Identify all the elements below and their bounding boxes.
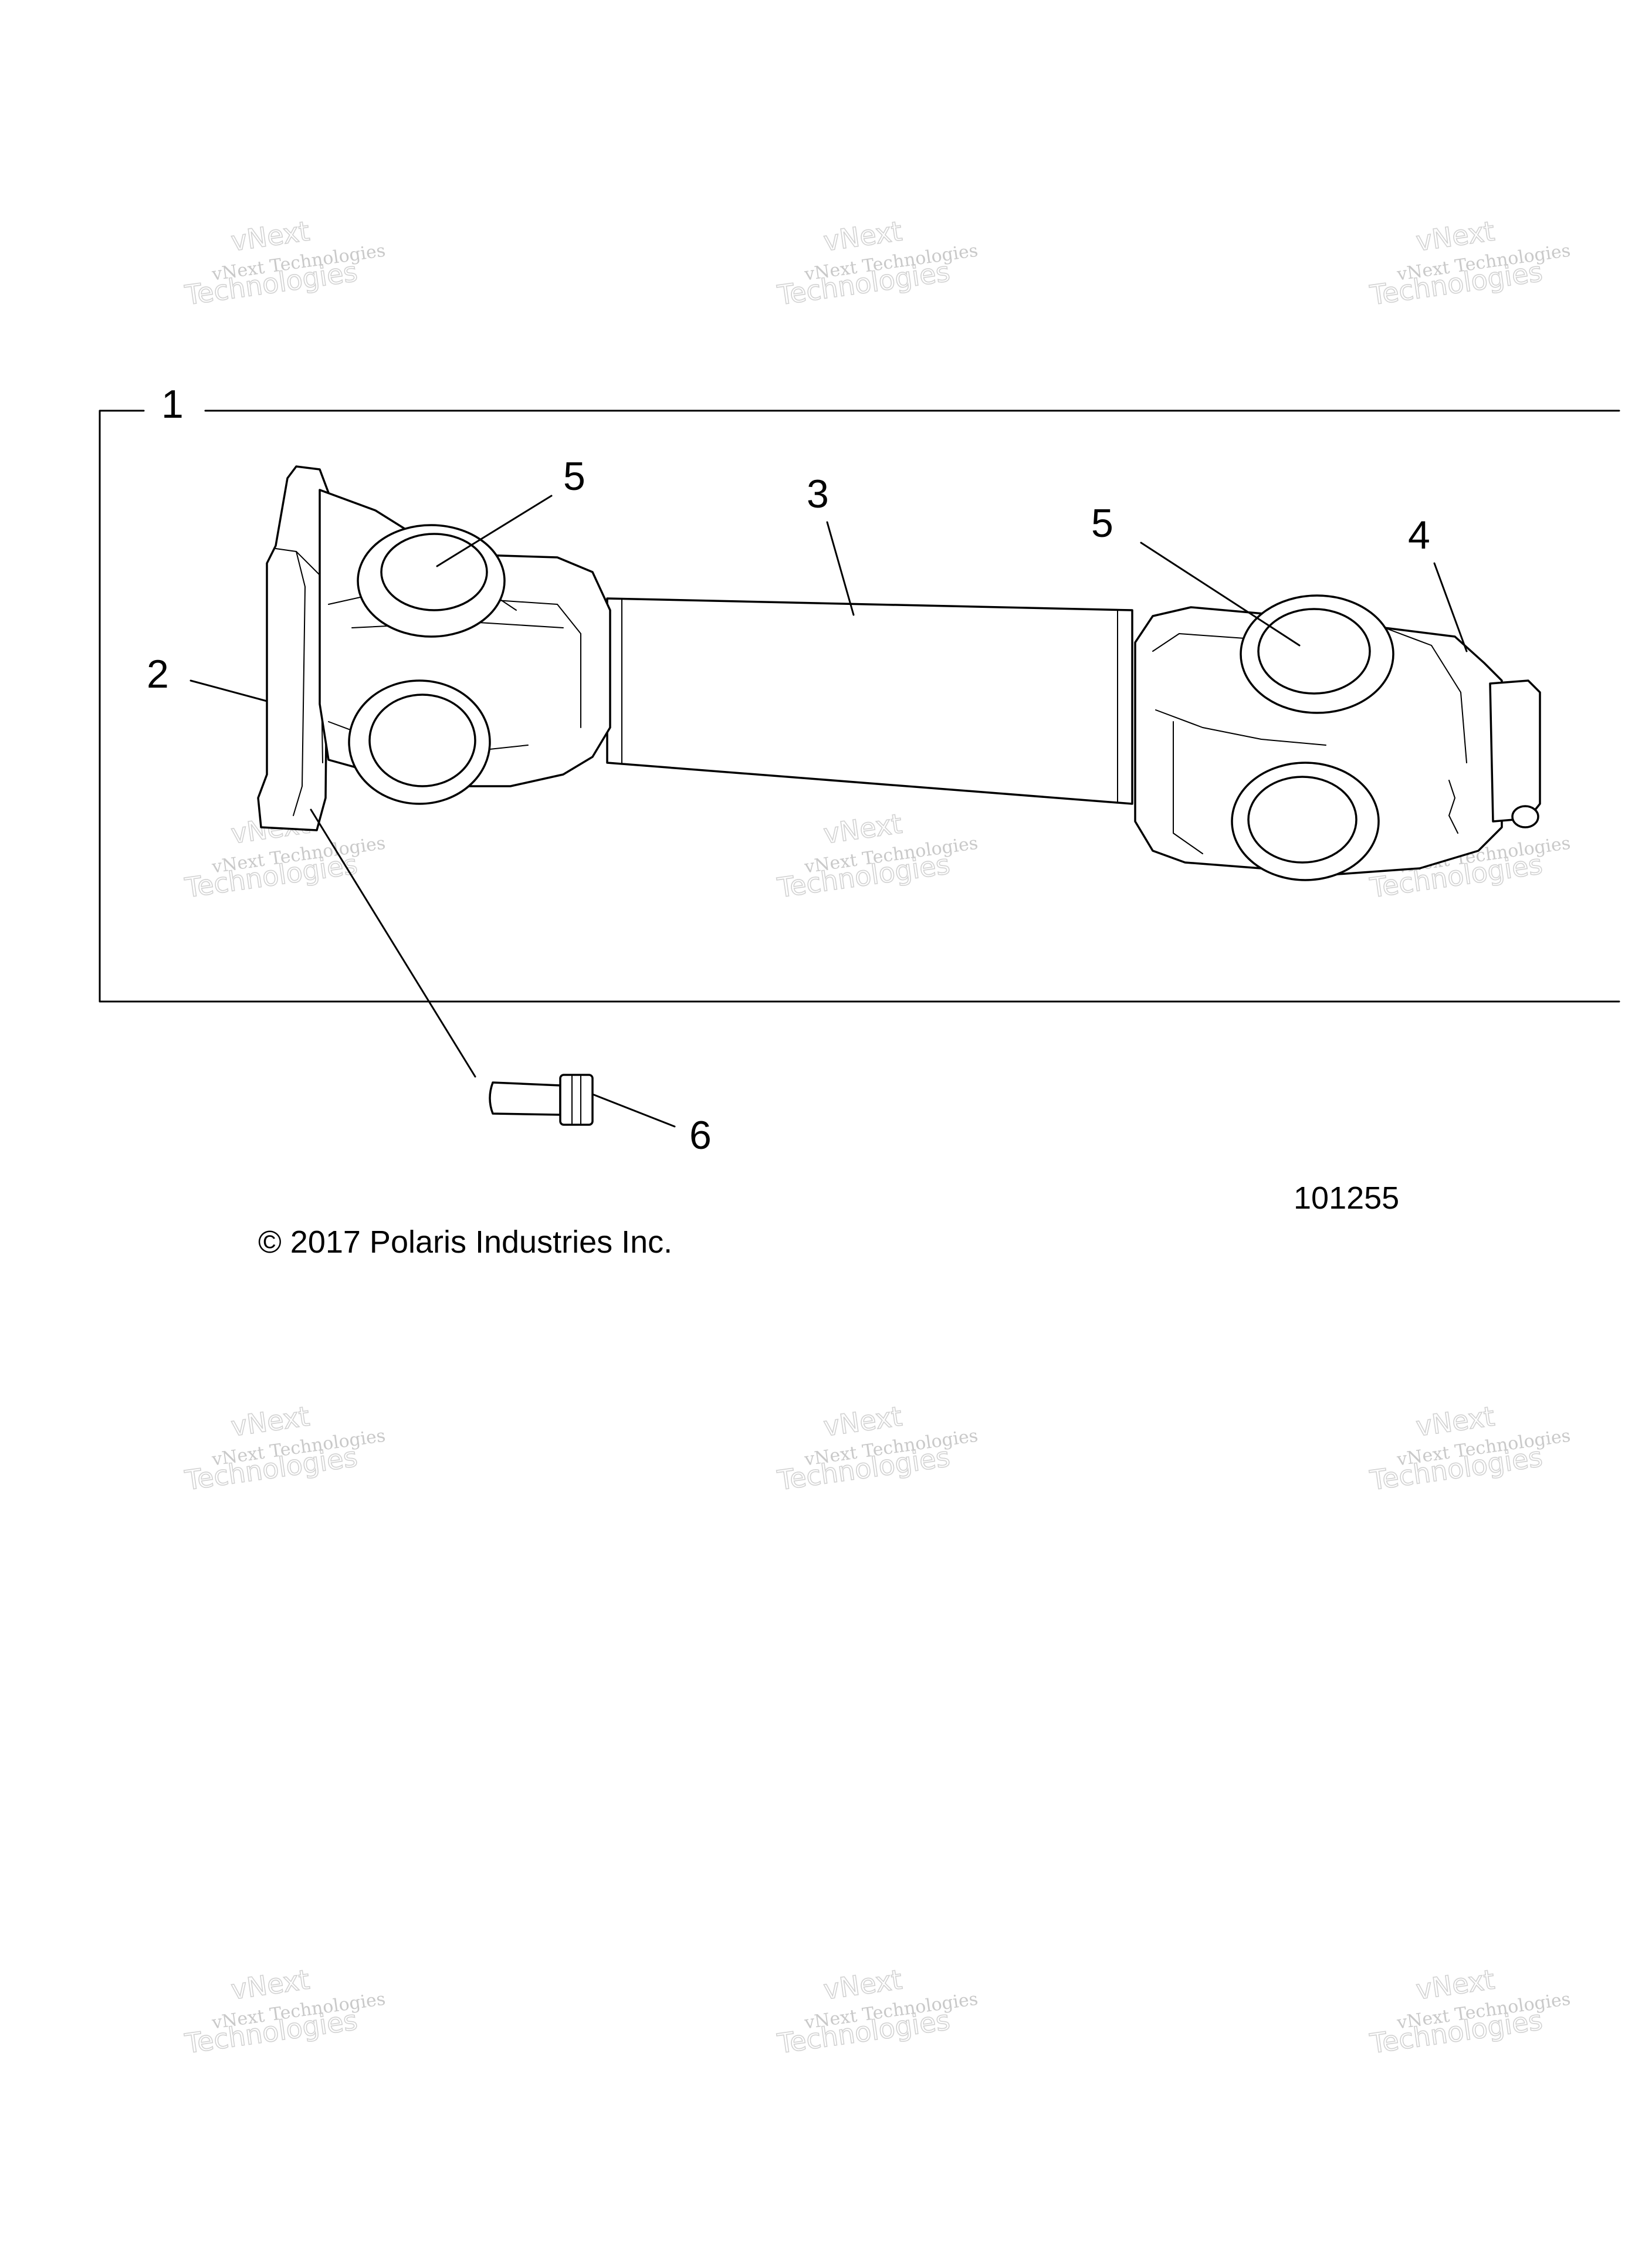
callout-3: 3 bbox=[807, 472, 829, 516]
watermark-text: vNext bbox=[1414, 215, 1497, 257]
figure-number: 101255 bbox=[1294, 1180, 1399, 1216]
watermark-text: vNext bbox=[229, 1963, 312, 2005]
grease-fitting bbox=[489, 1074, 594, 1126]
copyright-notice: © 2017 Polaris Industries Inc. bbox=[258, 1224, 672, 1260]
watermark-text: vNext bbox=[821, 1400, 904, 1442]
callouts: 1 2 3 4 5 5 6 bbox=[147, 382, 1430, 1158]
callout-1: 1 bbox=[161, 382, 184, 427]
watermark-text: vNext bbox=[1414, 1400, 1497, 1442]
watermark-text: vNext bbox=[821, 215, 904, 257]
watermark-text: vNext bbox=[229, 215, 312, 257]
callout-6: 6 bbox=[689, 1113, 712, 1158]
drive-shaft-illustration bbox=[257, 465, 1541, 1126]
assembly-bracket bbox=[99, 410, 1620, 1003]
callout-4: 4 bbox=[1408, 513, 1430, 557]
watermark-text: vNext bbox=[1414, 1963, 1497, 2005]
callout-2: 2 bbox=[147, 652, 169, 696]
watermark-text: vNext bbox=[821, 1963, 904, 2005]
watermark-text: vNext bbox=[229, 1400, 312, 1442]
callout-5-left: 5 bbox=[563, 454, 585, 499]
leader-lines bbox=[189, 495, 1468, 1128]
callout-5-right: 5 bbox=[1091, 501, 1113, 546]
watermark-text: vNext bbox=[821, 807, 904, 850]
